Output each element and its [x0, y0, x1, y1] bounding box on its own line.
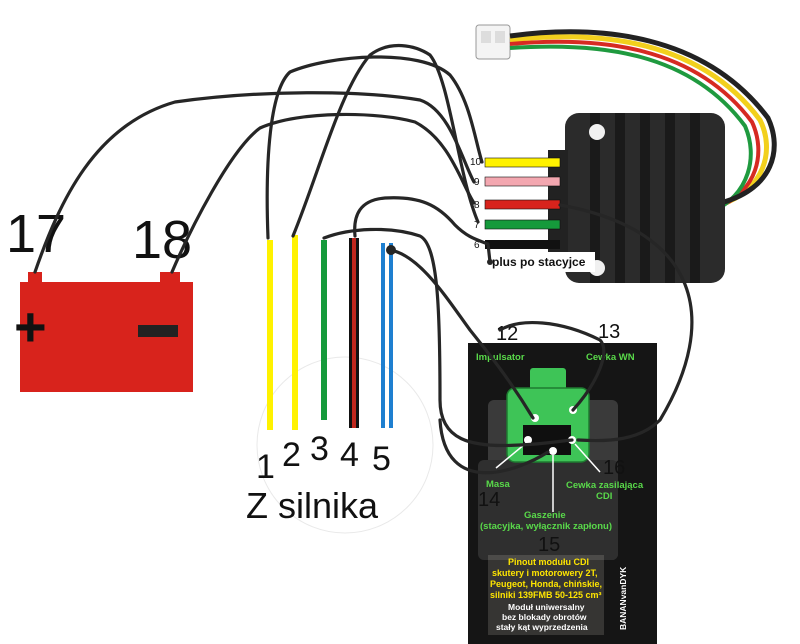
- bundle-wire: [509, 44, 753, 214]
- wire-5-joint: [386, 245, 396, 255]
- battery-plus-terminal: [28, 272, 42, 284]
- cdi-pinout-line-3: Peugeot, Honda, chińskie,: [490, 579, 602, 589]
- regulator-pin-6: 6: [474, 240, 480, 251]
- cdi-body-lower: [478, 460, 618, 560]
- mount-hole: [589, 124, 605, 140]
- engine-wire-5a-blue: [381, 243, 385, 428]
- wire-regulator-to-cdi-16: [558, 203, 694, 443]
- cdi-label-cewka-wn: Cewka WN: [586, 352, 635, 363]
- battery: +: [14, 272, 193, 392]
- pin-6-joint: [487, 259, 493, 265]
- engine-wire-number-4: 4: [340, 436, 359, 474]
- cdi-pinout-line-4: silniki 139FMB 50-125 cm³: [490, 590, 602, 600]
- battery-minus-terminal: [160, 272, 180, 284]
- wire-engine-2-to-pin-7: [291, 43, 480, 238]
- regulator-wire-stubs: [484, 157, 561, 249]
- cdi-sticker: [488, 555, 604, 635]
- regulator-pin-7: 7: [474, 220, 480, 231]
- cdi-universal-line-1: Moduł uniwersalny: [508, 602, 585, 612]
- regulator-note: plus po stacyjce: [492, 255, 586, 269]
- regulator-wire-yellow: [484, 157, 561, 168]
- engine-wire-number-5: 5: [372, 440, 391, 478]
- wire-engine-3-to-cdi-16: [322, 227, 574, 448]
- wire-engine-1-to-pin-10: [265, 55, 484, 240]
- cdi-universal-line-2: bez blokady obrotów: [502, 612, 587, 622]
- cdi-author: BANANvanDYK: [618, 566, 628, 630]
- heatsink-fin: [665, 113, 675, 283]
- regulator-rectifier: [475, 24, 777, 283]
- cdi-number-16: 16: [603, 457, 625, 479]
- cdi-label-gaszenie: Gaszenie: [524, 510, 566, 521]
- engine-wire-2-yellow: [292, 235, 298, 430]
- regulator-pin-9: 9: [474, 177, 480, 188]
- battery-plus-sign: +: [14, 295, 47, 358]
- regulator-note-box: [487, 252, 595, 272]
- heatsink-fin: [615, 113, 625, 283]
- engine-wire-4-red: [352, 238, 356, 428]
- regulator-pin-10: 10: [470, 157, 482, 168]
- engine-wires-circle: [256, 356, 434, 534]
- bundle-wire: [509, 39, 761, 210]
- cdi-label-cewka-zasilajaca-cdi: CDI: [596, 491, 612, 502]
- battery-minus-sign: [138, 325, 178, 337]
- cdi-number-14: 14: [478, 489, 500, 511]
- cdi-pin-14: [524, 436, 532, 444]
- cdi-label-gaszenie-detail: (stacyjka, wyłącznik zapłonu): [480, 521, 612, 532]
- engine-wire-1-yellow: [267, 240, 273, 430]
- regulator-wire-pink: [484, 176, 561, 187]
- wire-battery-plus-to-pin-9: [33, 91, 476, 274]
- cdi-pinout-line-1: Pinout modułu CDI: [508, 557, 589, 567]
- wire-engine-5-to-cdi-12: [388, 248, 535, 420]
- wire-engine-4-to-pin-6: [353, 196, 492, 264]
- cdi-number-13: 13: [598, 321, 620, 343]
- engine-wire-3-green: [321, 240, 327, 420]
- wire-cdi-13-loop: [498, 321, 606, 412]
- cdi-pinout-line-2: skutery i motorowery 2T,: [492, 568, 598, 578]
- regulator-pin-8: 8: [474, 200, 480, 211]
- regulator-wire-red: [484, 199, 561, 210]
- engine-wires: [267, 235, 393, 430]
- engine-wire-number-3: 3: [310, 430, 329, 468]
- bundle-wire: [509, 34, 769, 208]
- cdi-pin-15: [549, 447, 557, 455]
- engine-wire-number-2: 2: [282, 436, 301, 474]
- heatsink-fin: [690, 113, 700, 283]
- battery-minus-number: 18: [132, 210, 192, 270]
- wire-cdi-15-loop: [438, 418, 550, 475]
- engine-wires-caption: Z silnika: [246, 485, 379, 526]
- cdi-label-masa: Masa: [486, 479, 510, 490]
- cdi-universal-line-3: stały kąt wyprzedzenia: [496, 622, 588, 632]
- heatsink-fin: [640, 113, 650, 283]
- battery-plus-number: 17: [6, 204, 66, 264]
- engine-wire-5b-blue: [389, 243, 393, 428]
- plug-slot: [495, 31, 505, 43]
- wire-battery-minus-to-pin-8: [170, 112, 476, 274]
- regulator-wire-black: [485, 240, 560, 249]
- connection-wires: [33, 43, 694, 475]
- pointer-masa: [495, 443, 526, 469]
- cdi-label-impulsator: Impulsator: [476, 352, 525, 363]
- engine-wire-number-1: 1: [256, 448, 275, 486]
- cdi-label-cewka-zasilajaca: Cewka zasilająca: [566, 480, 644, 491]
- plug-slot: [481, 31, 491, 43]
- regulator-wire-green: [484, 219, 561, 230]
- bundle-wire: [509, 29, 777, 205]
- pointer-cewka-zasilajaca: [574, 443, 601, 473]
- cdi-number-15: 15: [538, 534, 560, 556]
- heatsink-fin: [590, 113, 600, 283]
